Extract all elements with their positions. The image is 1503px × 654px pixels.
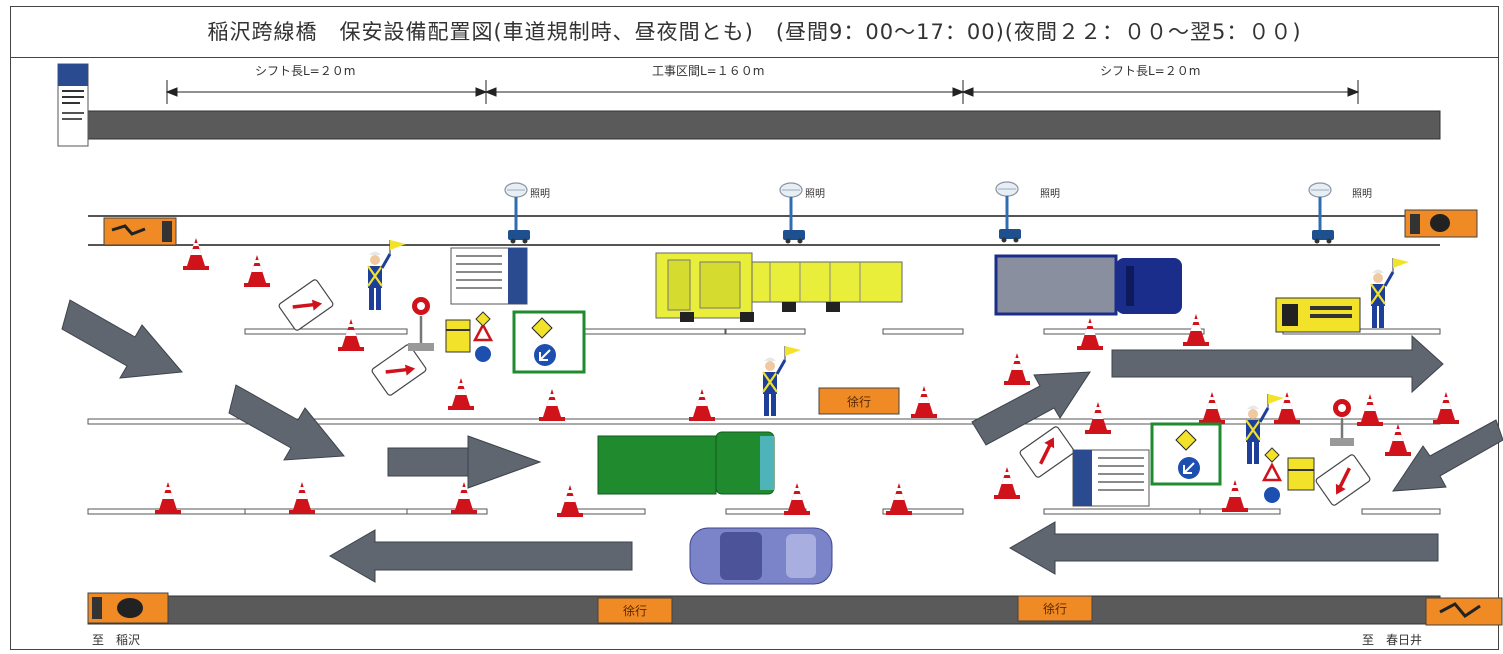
slow-sign-bottom-2 [1017,595,1093,622]
slow-sign-bottom-1 [597,597,673,624]
info-board-upper [450,247,528,305]
page-title: 稲沢跨線橋 保安設備配置図(車道規制時、昼夜間とも) (昼間9：00～17：00… [207,20,1302,44]
yellow-sign-board-right [1275,297,1361,333]
arrow-bottom-left [329,529,633,583]
dimension-work-section: 工事区間L=１６０m [652,64,765,78]
stop-disc-upper [408,295,434,351]
flagman-3 [1369,256,1411,330]
blue-truck [994,254,1182,316]
flagman-2 [761,344,803,418]
green-sign-board-upper [512,310,586,374]
road-bottom [87,595,1441,625]
destination-left: 至 稲沢 [92,633,141,647]
light-label-3: 照明 [1040,189,1060,200]
flagman-1 [366,238,408,312]
lamp-1 [503,181,532,245]
sidewalk-sign-top-right [1404,209,1478,238]
arrow-board-2 [371,344,427,396]
sidewalk-sign-bottom-left [87,592,169,624]
arrow-right-up [971,371,1091,446]
arrow-bottom-right [1009,521,1439,575]
lamp-4 [1307,181,1336,245]
arrow-top-right [1111,334,1444,394]
destination-right: 至 春日井 [1362,633,1423,647]
traffic-arrows [61,299,1503,583]
stop-disc-lower [1330,397,1354,446]
barricade-lower [1261,447,1315,503]
arrow-board-3 [1019,426,1075,478]
flagman-4 [1244,392,1286,466]
sidewalk-sign-top-left [103,217,177,246]
lamp-3 [994,180,1023,244]
dimension-shift-left: シフト長L=２０m [255,64,356,78]
slow-sign-middle-text: 徐行 [846,395,871,409]
arrow-right-in [1392,419,1503,492]
slow-sign-bottom-1-text: 徐行 [622,604,647,618]
light-label-1: 照明 [530,189,550,200]
notice-board-top-left [57,63,89,147]
light-label-2: 照明 [805,189,825,200]
road-top [87,110,1441,140]
dimension-lines [165,80,1360,104]
title-bar: 稲沢跨線橋 保安設備配置図(車道規制時、昼夜間とも) (昼間9：00～17：00… [10,6,1499,58]
sidewalk-sign-bottom-right [1425,597,1503,626]
slow-sign-middle [818,387,900,415]
arrow-left-1 [61,299,184,379]
green-truck [597,431,775,495]
passenger-car [689,527,833,585]
dimension-shift-right: シフト長L=２０m [1100,64,1201,78]
arrow-left-2 [228,384,345,461]
mobile-crane [655,252,903,322]
green-sign-board-lower [1150,422,1222,486]
arrow-board-4 [1315,454,1371,506]
lamp-2 [778,181,807,245]
diagram-frame [10,6,1499,650]
arrow-board-1 [278,279,334,331]
arrow-left-3 [467,435,542,489]
light-label-4: 照明 [1352,189,1372,200]
info-board-lower [1072,449,1150,507]
barricade-upper [445,311,494,362]
slow-sign-bottom-2-text: 徐行 [1042,602,1067,616]
